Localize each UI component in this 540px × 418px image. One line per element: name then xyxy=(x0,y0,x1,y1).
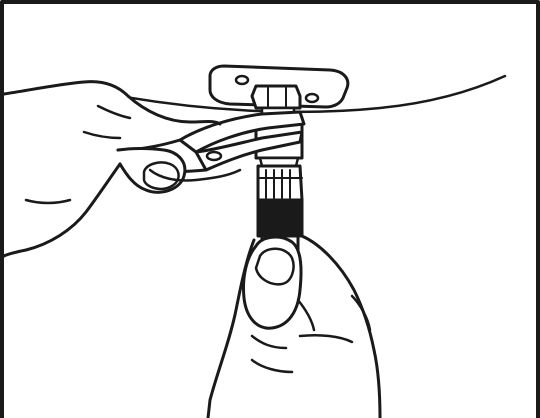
hose-dark-band xyxy=(258,200,302,236)
hex-nut xyxy=(252,86,300,108)
right-hand xyxy=(208,236,380,418)
hose-coupling xyxy=(258,166,302,200)
